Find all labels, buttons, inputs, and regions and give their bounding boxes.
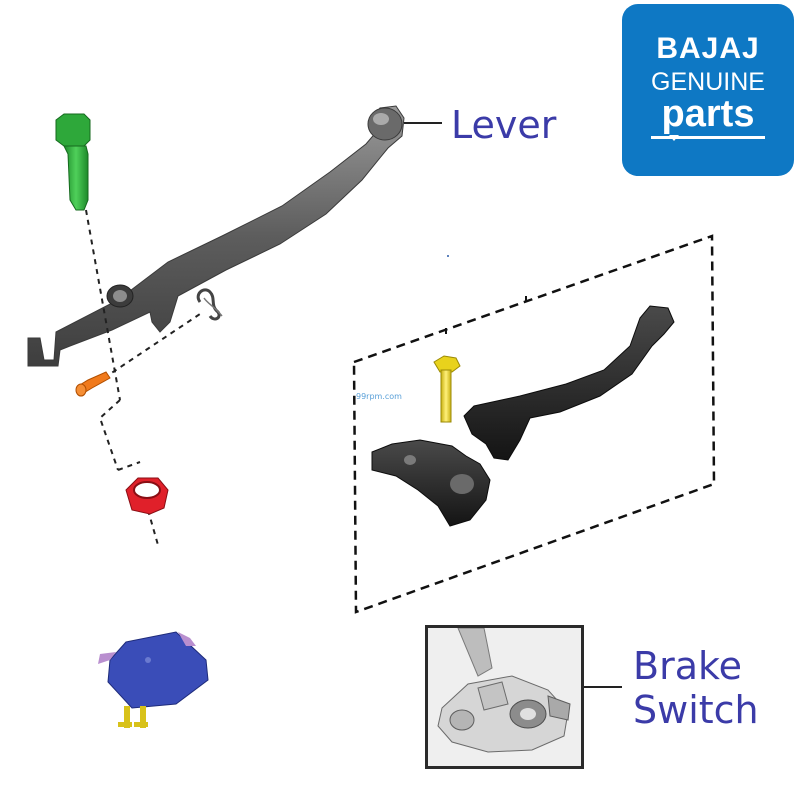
bajaj-genuine-parts-logo: BAJAJ GENUINE parts: [622, 4, 794, 176]
brake-switch-part: [98, 631, 209, 728]
brake-switch-label-line1: Brake: [633, 644, 743, 688]
pivot-bolt: [55, 113, 91, 211]
circlip: [196, 288, 223, 321]
brake-switch-label: Brake Switch: [633, 644, 793, 732]
brake-switch-label-line2: Switch: [633, 687, 759, 732]
assembly-box: [352, 234, 716, 614]
assembly-lines-left: [85, 209, 201, 546]
lever-label: Lever: [451, 103, 557, 147]
logo-parts: parts: [661, 93, 755, 135]
watermark: 99rpm.com: [356, 392, 402, 401]
brake-switch-photo: [425, 625, 584, 769]
logo-genuine: GENUINE: [651, 68, 765, 96]
brake-switch-photo-illustration: [428, 628, 581, 766]
lever-assembly-dark: [371, 305, 675, 527]
lock-nut: [125, 477, 169, 515]
lever-part: [27, 105, 405, 367]
logo-brand: BAJAJ: [656, 32, 760, 65]
mounting-screw: [433, 355, 461, 423]
logo-underline: [651, 135, 765, 141]
adjuster-pin: [75, 371, 111, 397]
